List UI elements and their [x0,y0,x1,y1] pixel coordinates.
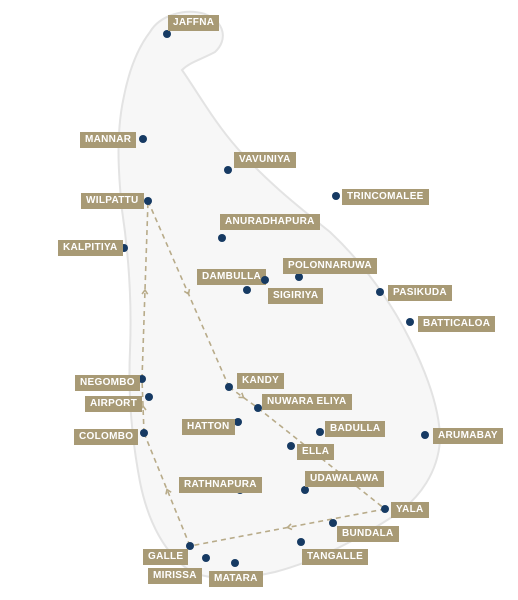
route-arrow-icon [183,288,191,296]
location-marker-vavuniya [224,166,232,174]
location-marker-airport [145,393,153,401]
location-label-pasikuda: PASIKUDA [388,285,452,301]
location-label-bundala: BUNDALA [337,526,399,542]
location-label-batticaloa: BATTICALOA [418,316,496,332]
location-marker-jaffna [163,30,171,38]
location-label-tangalle: TANGALLE [302,549,369,565]
location-label-galle: GALLE [143,549,189,565]
location-marker-negombo [138,375,146,383]
location-label-kandy: KANDY [237,373,285,389]
location-label-mirissa: MIRISSA [148,568,202,584]
location-label-polonnaruwa: POLONNARUWA [283,258,377,274]
route-layer [139,200,386,547]
location-label-anuradhapura: ANURADHAPURA [220,214,320,230]
location-marker-trincomalee [332,192,340,200]
location-label-ella: ELLA [297,444,335,460]
location-marker-bundala [329,519,337,527]
location-marker-colombo [140,429,148,437]
location-label-kalpitiya: KALPITIYA [58,240,123,256]
route-segment [143,432,191,547]
location-marker-kandy [225,383,233,391]
route-arrow-icon [238,392,245,399]
location-marker-yala [381,505,389,513]
location-label-udawalawa: UDAWALAWA [305,471,384,487]
location-marker-dambulla [243,286,251,294]
location-label-mannar: MANNAR [80,132,137,148]
location-marker-pasikuda [376,288,384,296]
location-marker-matara [231,559,239,567]
location-marker-mannar [139,135,147,143]
location-label-arumabay: ARUMABAY [433,428,503,444]
location-label-dambulla: DAMBULLA [197,269,267,285]
location-marker-tangalle [297,538,305,546]
location-marker-hatton [234,418,242,426]
location-label-matara: MATARA [209,571,263,587]
route-arrow-icon [286,523,293,531]
location-marker-polonnaruwa [295,273,303,281]
location-marker-mirissa [202,554,210,562]
location-label-nuwara-eliya: NUWARA ELIYA [262,394,352,410]
location-label-yala: YALA [391,502,429,518]
location-marker-anuradhapura [218,234,226,242]
route-arrow-icon [165,488,172,495]
route-arrow-icon [141,288,149,295]
location-label-wilpattu: WILPATTU [81,193,144,209]
location-label-trincomalee: TRINCOMALEE [342,189,429,205]
location-label-colombo: COLOMBO [74,429,139,445]
location-marker-wilpattu [144,197,152,205]
route-segment [228,386,259,409]
location-marker-arumabay [421,431,429,439]
location-marker-sigiriya [261,276,269,284]
location-label-sigiriya: SIGIRIYA [268,288,324,304]
location-marker-ella [287,442,295,450]
location-marker-nuwara-eliya [254,404,262,412]
location-label-badulla: BADULLA [325,421,386,437]
location-marker-galle [186,542,194,550]
location-label-vavuniya: VAVUNIYA [234,152,296,168]
location-label-negombo: NEGOMBO [75,375,140,391]
location-marker-batticaloa [406,318,414,326]
location-label-jaffna: JAFFNA [168,15,220,31]
location-label-airport: AIRPORT [85,396,143,412]
location-label-rathnapura: RATHNAPURA [179,477,262,493]
location-label-hatton: HATTON [182,419,235,435]
location-marker-badulla [316,428,324,436]
location-marker-kalpitiya [120,244,128,252]
route-segment [141,200,149,380]
location-marker-udawalawa [301,486,309,494]
